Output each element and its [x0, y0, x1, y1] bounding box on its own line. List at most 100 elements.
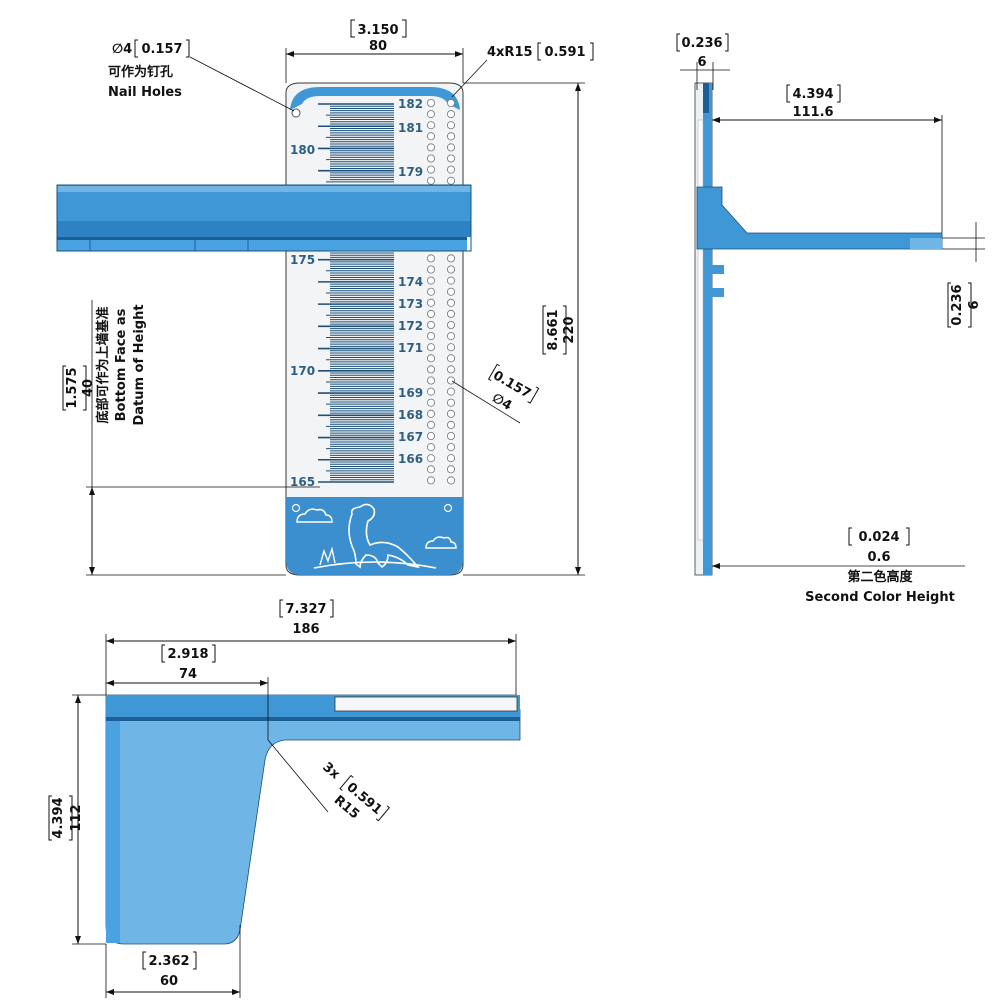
peg-hole [446, 465, 455, 474]
side-color-mm: 0.6 [867, 550, 890, 565]
peg-hole [446, 254, 455, 263]
nail-hole-bottom-left [291, 503, 301, 513]
peg-hole [426, 176, 435, 185]
peg-hole [446, 476, 455, 485]
peg-hole [426, 476, 435, 485]
dim-bracket [62, 365, 87, 411]
base-note-en2: Datum of Height [132, 304, 147, 425]
top-leg-face [106, 721, 120, 943]
peg-hole [426, 420, 435, 429]
corner-leader [451, 59, 488, 98]
peg-hole [446, 276, 455, 285]
hole-column [426, 99, 455, 485]
side-thick-mm: 6 [697, 55, 706, 70]
peg-hole [446, 121, 455, 130]
dim-arrow [712, 563, 720, 569]
peg-hole [446, 309, 455, 318]
scale-label-169: 169 [398, 386, 423, 400]
top-base-inch: 2.362 [148, 954, 189, 969]
peg-hole [446, 365, 455, 374]
scale-graduations [318, 103, 394, 483]
peg-hole [426, 298, 435, 307]
peg-hole [426, 143, 435, 152]
scale-label-167: 167 [398, 430, 423, 444]
peg-hole [446, 454, 455, 463]
peg-hole [426, 132, 435, 141]
peg-hole [446, 298, 455, 307]
scale-label-165: 165 [290, 475, 315, 489]
dim-bracket [339, 774, 391, 822]
top-arc-band [290, 87, 460, 110]
small-hole-callout: 0.157 ∅4 [487, 363, 540, 414]
peg-hole [446, 431, 455, 440]
side-plate-text: 0.236 6 [947, 282, 982, 328]
nail-hole-bottom-right [443, 503, 453, 513]
peg-hole [426, 121, 435, 130]
side-color-cn: 第二色高度 [847, 569, 913, 585]
dim-width-inch: 3.150 [357, 23, 398, 38]
side-plate-mm: 6 [967, 300, 982, 309]
top-offset-mm: 74 [179, 667, 197, 682]
grass-left [319, 546, 336, 566]
scale-label-180: 180 [290, 143, 315, 157]
corner-radius-inch: 0.591 [544, 45, 585, 60]
dim-bracket [142, 951, 197, 970]
peg-hole [426, 309, 435, 318]
dim-bracket [279, 599, 334, 618]
side-view: 0.236 6 4.394 111.6 0.236 6 0.024 0.6 第二… [676, 33, 985, 605]
scale-label-182: 182 [398, 97, 423, 111]
peg-hole [446, 398, 455, 407]
dim-bracket [487, 363, 540, 404]
peg-hole [446, 165, 455, 174]
peg-hole [426, 465, 435, 474]
dim-base-mm: 40 [81, 379, 96, 397]
side-plate-inch: 0.236 [950, 284, 965, 325]
top-fillet-count: 3x [319, 760, 342, 783]
scale-label-172: 172 [398, 319, 423, 333]
peg-hole [426, 443, 435, 452]
scale-label-181: 181 [398, 121, 423, 135]
peg-hole [426, 154, 435, 163]
peg-hole [426, 254, 435, 263]
peg-hole [426, 332, 435, 341]
scale-label-174: 174 [398, 275, 423, 289]
dim-height-inch: 8.661 [546, 309, 561, 350]
peg-hole [446, 143, 455, 152]
peg-hole [426, 387, 435, 396]
top-length-inch: 7.327 [285, 602, 326, 617]
peg-hole [426, 454, 435, 463]
dinosaur-figure [348, 503, 421, 569]
base-note-cn: 底部可作为上墙基准 [95, 306, 111, 423]
corner-radius-label: 4xR15 [487, 45, 533, 60]
dim-bracket [676, 33, 729, 52]
peg-hole [426, 431, 435, 440]
top-base-mm: 60 [160, 974, 178, 989]
dim-base-inch: 1.575 [65, 367, 80, 408]
top-slot [334, 696, 518, 712]
peg-hole [426, 276, 435, 285]
front-view: 182 181 179 174 173 172 171 169 168 167 … [56, 19, 594, 576]
top-offset-inch: 2.918 [167, 647, 208, 662]
head-arm-face [57, 221, 471, 237]
peg-hole [446, 287, 455, 296]
small-hole-mm: ∅4 [489, 391, 514, 414]
dim-bracket [134, 39, 190, 58]
peg-hole [446, 343, 455, 352]
side-board-blue-strip [703, 83, 712, 575]
side-color-inch: 0.024 [858, 530, 899, 545]
hole-callout-cn: 可作为钉孔 [108, 64, 173, 80]
peg-hole [446, 99, 455, 108]
peg-hole [426, 376, 435, 385]
peg-hole [446, 265, 455, 274]
base-note: 底部可作为上墙基准 Bottom Face as Datum of Height [95, 304, 147, 425]
peg-hole [446, 332, 455, 341]
dim-height-mm: 220 [562, 316, 577, 343]
peg-hole [446, 443, 455, 452]
dim-bracket [947, 282, 972, 328]
small-hole-leader [451, 380, 521, 424]
peg-hole [446, 176, 455, 185]
dim-bracket [161, 644, 216, 663]
peg-hole [426, 110, 435, 119]
peg-hole [446, 387, 455, 396]
